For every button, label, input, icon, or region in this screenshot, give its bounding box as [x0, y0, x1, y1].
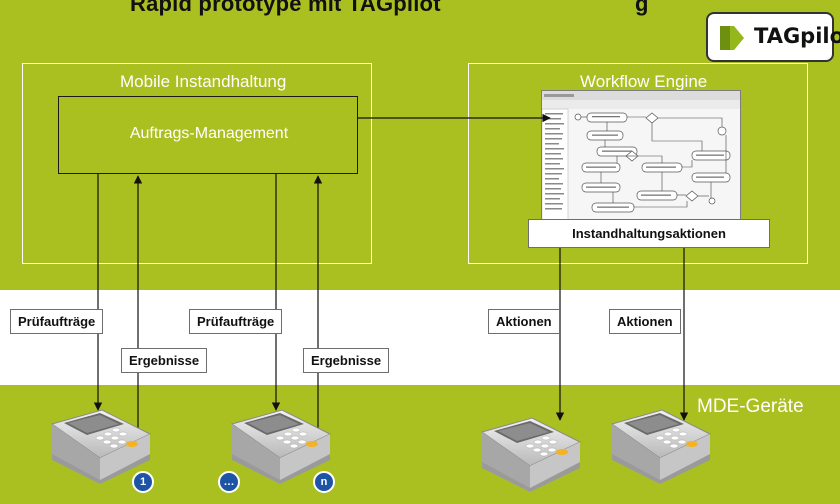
actions-label-2: Aktionen	[609, 309, 681, 334]
orders-label-2: Prüfaufträge	[189, 309, 283, 334]
mobile-maintenance-frame	[22, 63, 372, 264]
page-title: Rapid prototype mit TAGpilot	[130, 0, 441, 16]
workflow-editor-screenshot	[541, 90, 741, 221]
workflow-engine-frame	[468, 63, 808, 264]
device-badge-ellipsis: …	[218, 471, 240, 493]
results-label-1: Ergebnisse	[121, 348, 208, 373]
tagpilot-logo: TAGpilot	[706, 12, 840, 62]
device-badge-1: 1	[132, 471, 154, 493]
logo-text: TAGpilot	[754, 24, 840, 48]
mobile-device-3	[481, 417, 581, 493]
results-label-2: Ergebnisse	[303, 348, 390, 373]
mobile-device-4	[611, 409, 711, 485]
actions-label-1: Aktionen	[488, 309, 560, 334]
workflow-diagram-thumbnail	[542, 91, 740, 220]
order-management-box: Auftrags-Management	[58, 96, 358, 174]
mobile-maintenance-title: Mobile Instandhaltung	[120, 72, 287, 91]
mde-devices-label: MDE-Geräte	[697, 396, 804, 417]
maintenance-actions-box: Instandhaltungsaktionen	[528, 219, 770, 248]
mobile-device-n	[231, 409, 331, 485]
device-badge-n: n	[313, 471, 335, 493]
page-title-tail: g	[635, 0, 649, 16]
tag-logo-icon	[720, 26, 744, 50]
workflow-engine-title: Workflow Engine	[580, 72, 708, 91]
order-management-label: Auftrags-Management	[129, 125, 289, 142]
orders-label-1: Prüfaufträge	[10, 309, 104, 334]
